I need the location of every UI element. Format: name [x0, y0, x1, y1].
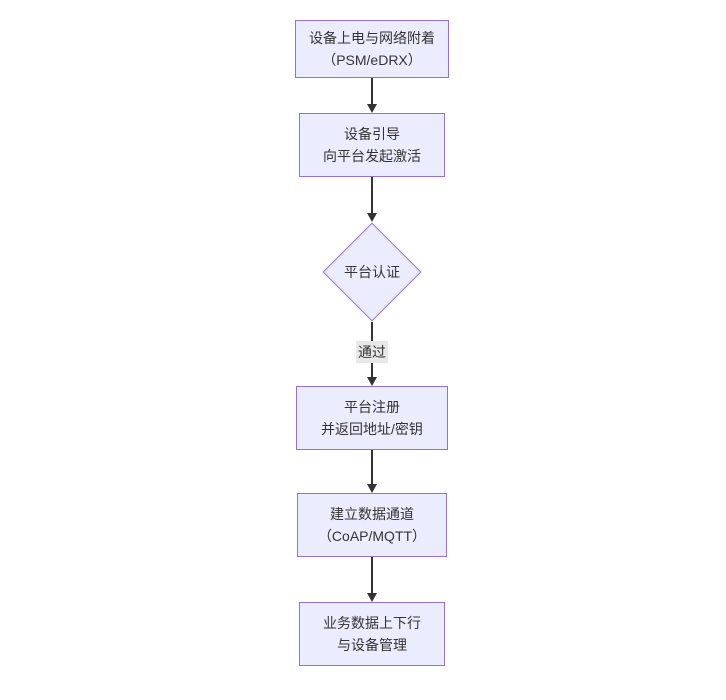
flowchart-node-power-attach: 设备上电与网络附着 （PSM/eDRX）	[295, 20, 449, 78]
flowchart-node-register: 平台注册 并返回地址/密钥	[296, 386, 448, 450]
node-text-line: 平台认证	[344, 264, 400, 280]
node-text-line: （CoAP/MQTT）	[317, 528, 427, 544]
flowchart-node-bootstrap: 设备引导 向平台发起激活	[299, 113, 445, 177]
node-text-line: 与设备管理	[337, 637, 407, 653]
edge-line	[371, 177, 373, 214]
node-text-line: 设备引导	[344, 126, 400, 142]
node-text-line: 向平台发起激活	[323, 148, 421, 164]
edge-line	[371, 450, 373, 485]
node-text-line: 业务数据上下行	[323, 615, 421, 631]
node-text-line: （PSM/eDRX）	[322, 52, 422, 68]
arrowhead-icon	[367, 377, 377, 386]
node-text-line: 平台注册	[344, 399, 400, 415]
arrowhead-icon	[367, 593, 377, 602]
flowchart-decision-platform-auth: 平台认证	[322, 222, 422, 322]
edge-label-pass: 通过	[356, 341, 388, 363]
node-text-line: 并返回地址/密钥	[321, 421, 423, 437]
arrowhead-icon	[367, 213, 377, 222]
flowchart-node-data-channel: 建立数据通道 （CoAP/MQTT）	[297, 493, 447, 557]
flowchart-node-business-data: 业务数据上下行 与设备管理	[299, 602, 445, 666]
edge-line	[371, 78, 373, 105]
node-text-line: 建立数据通道	[330, 506, 414, 522]
node-text-line: 设备上电与网络附着	[309, 30, 435, 46]
arrowhead-icon	[367, 104, 377, 113]
arrowhead-icon	[367, 484, 377, 493]
edge-line	[371, 557, 373, 594]
